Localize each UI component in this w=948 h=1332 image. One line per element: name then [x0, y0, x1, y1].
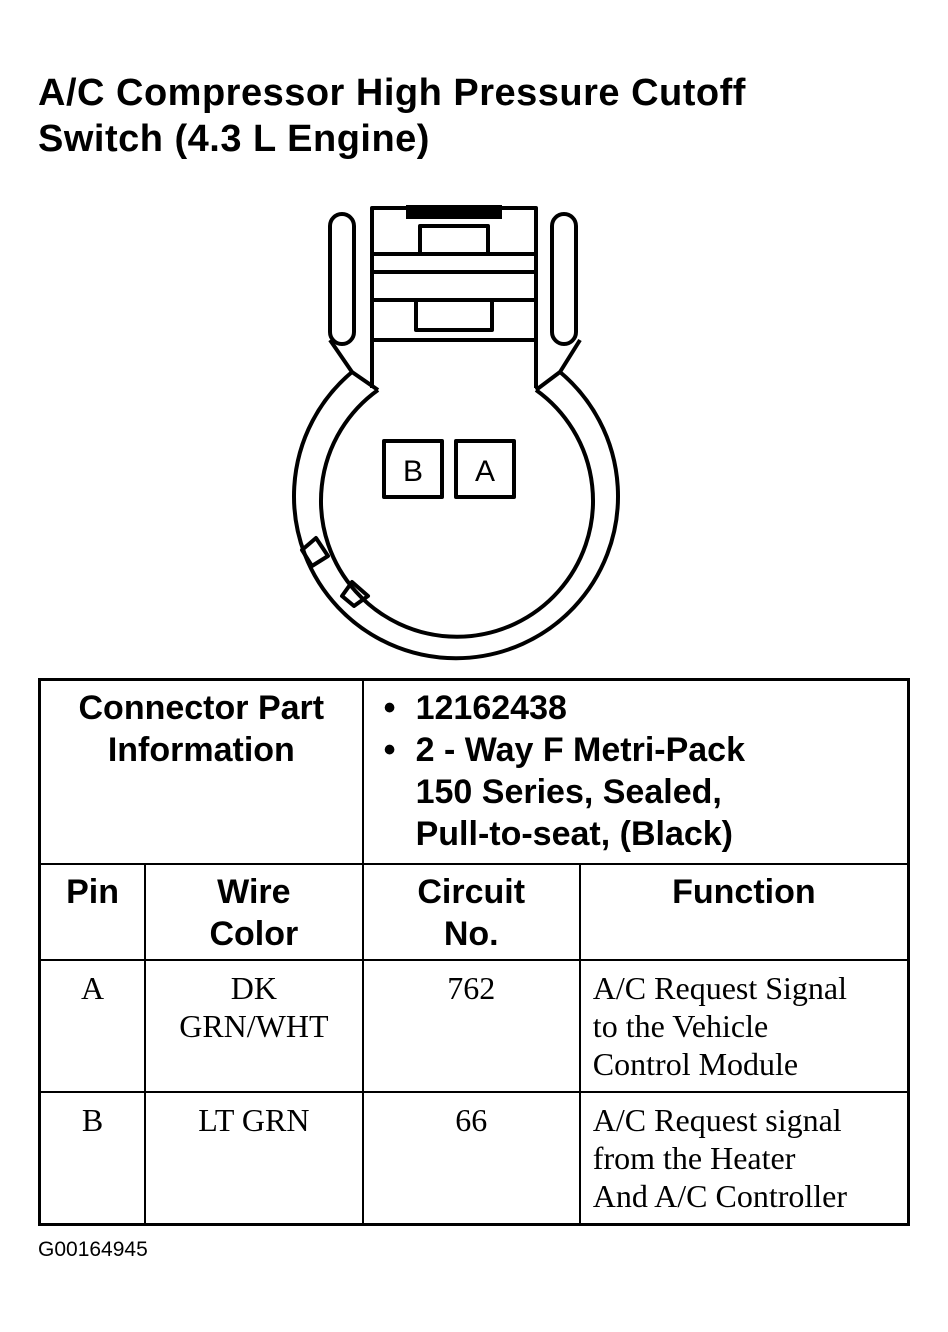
- pin-cavity-b: [382, 439, 444, 499]
- connector-left-shoulder: [328, 338, 380, 392]
- pin-cell: B: [38, 1091, 147, 1226]
- connector-diagram: B A: [292, 205, 620, 661]
- pin-cavity-a: [454, 439, 516, 499]
- connector-left-tab: [328, 212, 356, 346]
- part-info-label: Connector Part Information: [38, 678, 364, 865]
- part-info-values: • 12162438 • 2 - Way F Metri-Pack 150 Se…: [361, 678, 910, 865]
- wire-color-cell: DK GRN/WHT: [144, 959, 364, 1093]
- circuit-cell: 762: [361, 959, 581, 1093]
- connector-key-mark-1: [300, 536, 330, 568]
- title-line-2: Switch (4.3 L Engine): [38, 118, 430, 160]
- pin-label-b: B: [403, 455, 423, 488]
- wire-color-cell: LT GRN: [144, 1091, 364, 1226]
- function-cell: A/C Request signal from the Heater And A…: [578, 1091, 910, 1226]
- connector-key-mark-2: [340, 580, 370, 608]
- connector-latch-window: [414, 298, 494, 332]
- title-line-1: A/C Compressor High Pressure Cutoff: [38, 72, 746, 114]
- table-row: B LT GRN 66 A/C Request signal from the …: [38, 1091, 910, 1226]
- part-type-item: • 2 - Way F Metri-Pack 150 Series, Seale…: [383, 731, 746, 853]
- connector-right-shoulder: [534, 338, 582, 392]
- table-row: A DK GRN/WHT 762 A/C Request Signal to t…: [38, 959, 910, 1093]
- connector-inner-ring: [319, 388, 595, 639]
- pin-cell: A: [38, 959, 147, 1093]
- function-cell: A/C Request Signal to the Vehicle Contro…: [578, 959, 910, 1093]
- header-row: Pin Wire Color Circuit No. Function: [38, 863, 910, 961]
- part-number-item: • 12162438: [383, 689, 567, 727]
- connector-seal-bar: [406, 205, 502, 219]
- header-pin: Pin: [38, 863, 147, 961]
- circuit-cell: 66: [361, 1091, 581, 1226]
- header-circuit-no: Circuit No.: [361, 863, 581, 961]
- header-wire-color: Wire Color: [144, 863, 364, 961]
- figure-id: G00164945: [38, 1238, 148, 1261]
- page-title: A/C Compressor High Pressure Cutoff Swit…: [38, 70, 746, 162]
- connector-info-table: Connector Part Information • 12162438 • …: [38, 678, 910, 1226]
- part-info-row: Connector Part Information • 12162438 • …: [38, 678, 910, 865]
- pin-label-a: A: [475, 455, 495, 488]
- connector-right-tab: [550, 212, 578, 346]
- header-function: Function: [578, 863, 910, 961]
- connector-outer-ring: [292, 370, 620, 661]
